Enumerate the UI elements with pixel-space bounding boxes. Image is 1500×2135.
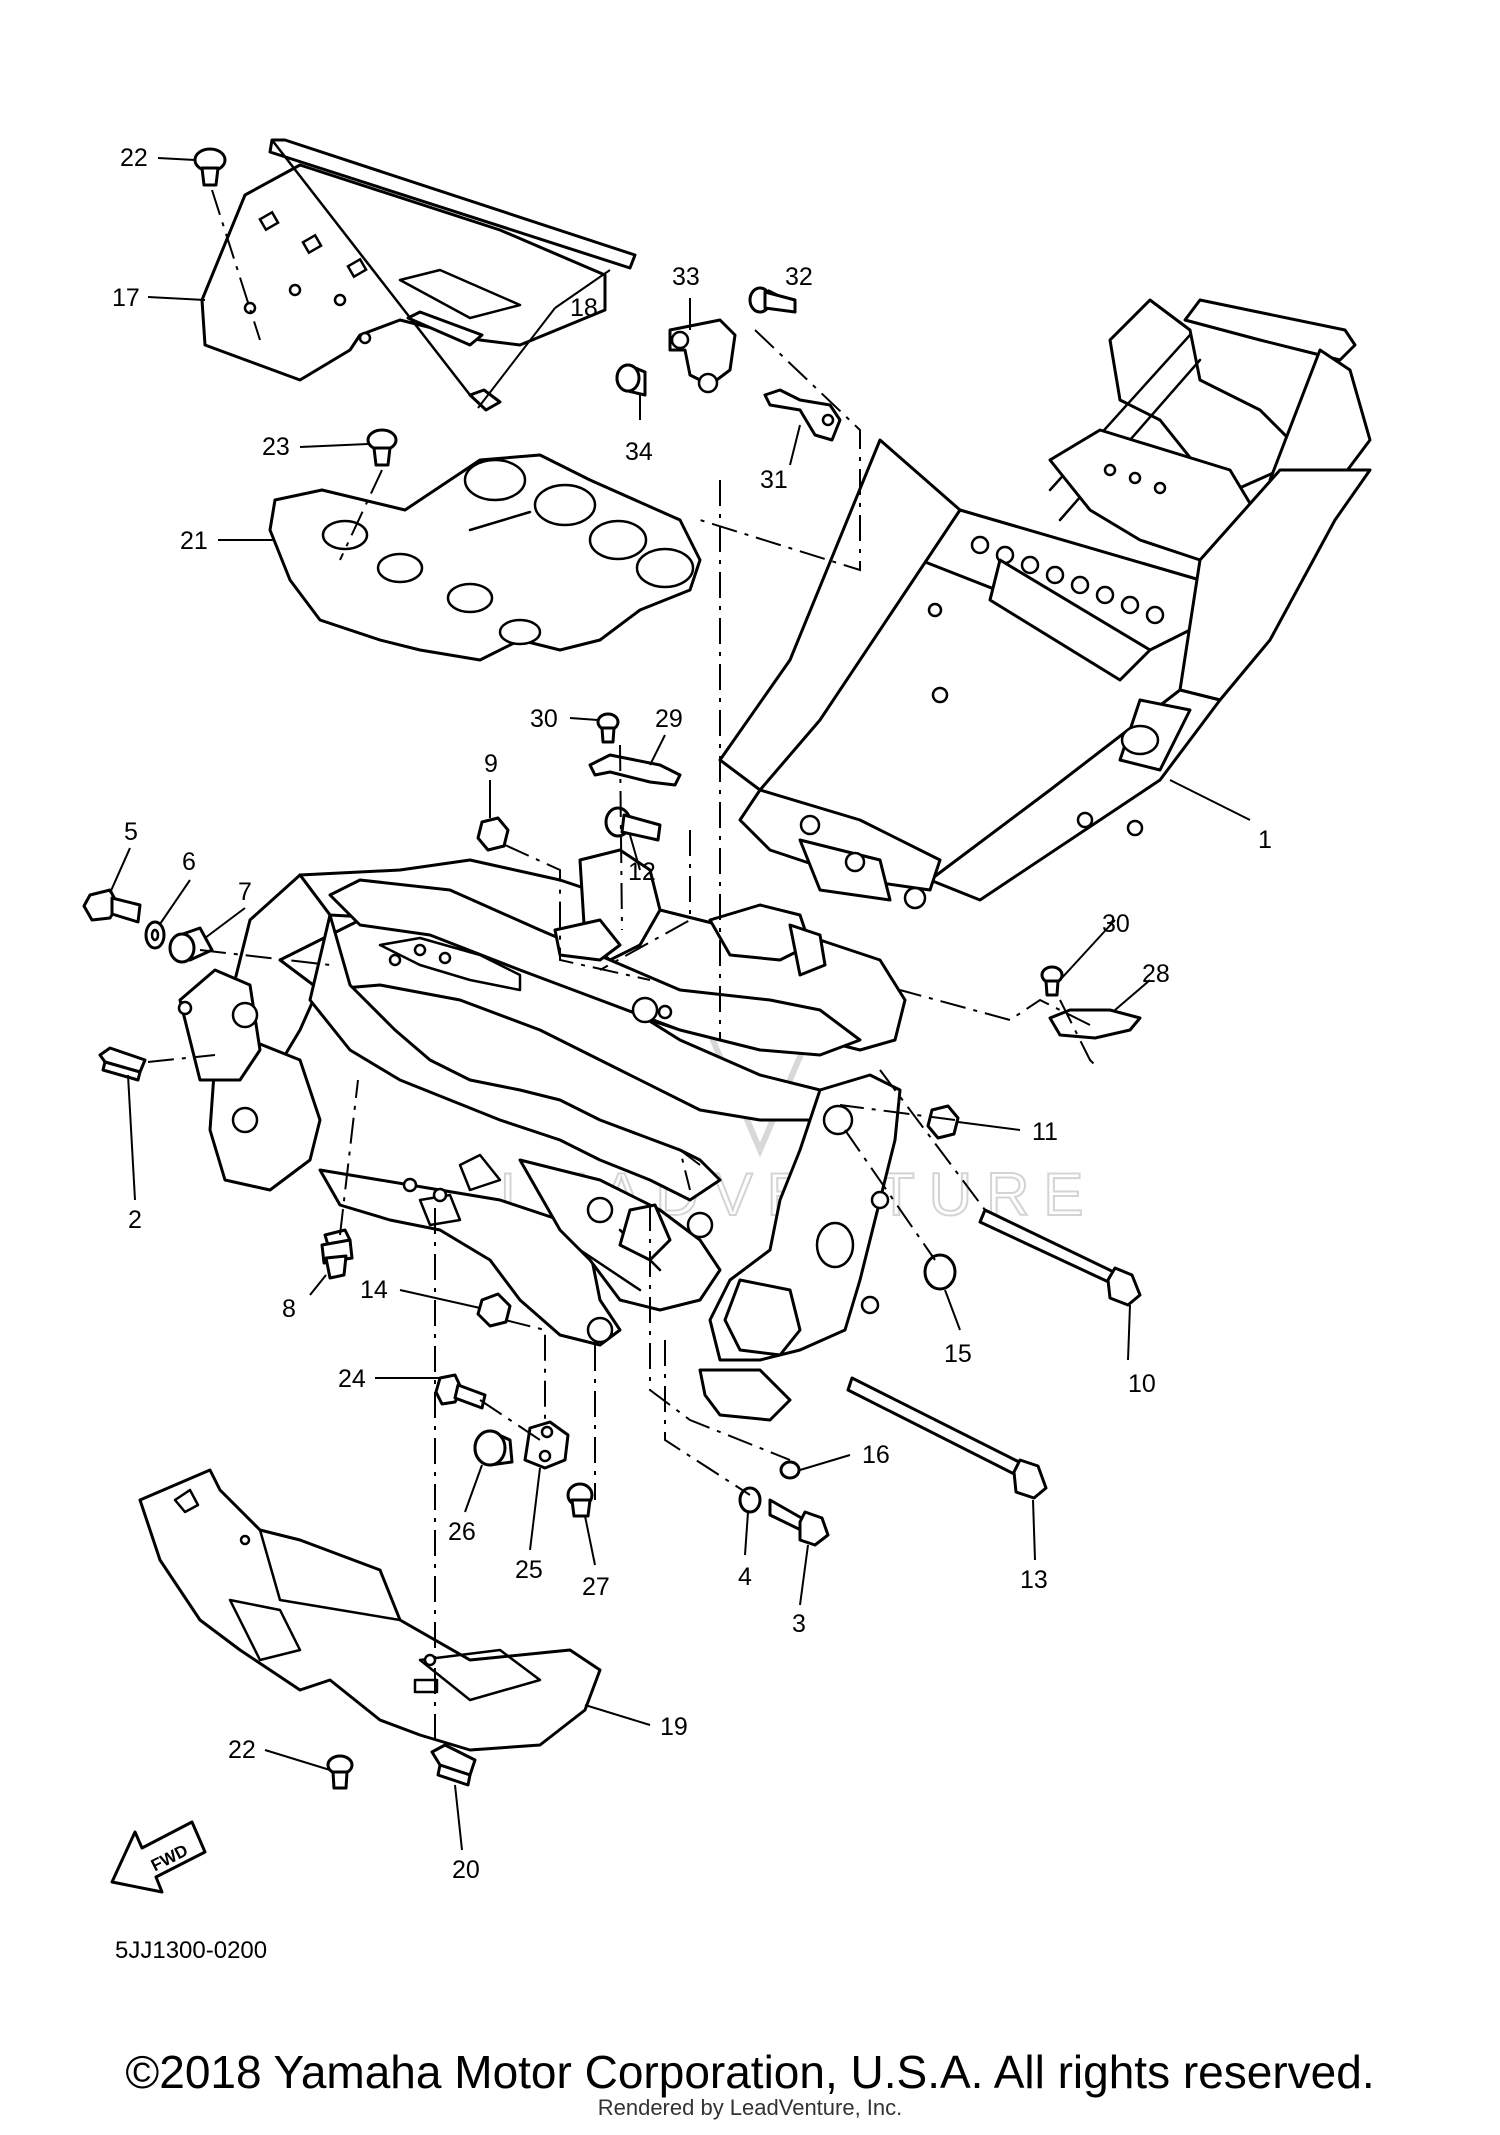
part-13-pivot-bolt [846, 1376, 1048, 1500]
part-10-pivot-bolt [978, 1208, 1142, 1307]
part-22-rivet-lower [326, 1754, 354, 1790]
part-5-bolt [82, 888, 142, 924]
rendered-by-credit: Rendered by LeadVenture, Inc. [597, 2095, 903, 2120]
diagram-code: 5JJ1300-0200 [115, 1937, 267, 1964]
small-parts [82, 147, 1142, 1790]
part-22-rivet-top [193, 147, 227, 187]
callout-17: 17 [112, 284, 140, 312]
fwd-arrow: FWD [110, 1820, 207, 1894]
callout-9: 9 [484, 750, 498, 778]
part-32-bolt [748, 286, 797, 314]
part-20-damper [430, 1743, 477, 1787]
part-1-main-frame [177, 298, 1372, 1422]
callout-22-lower: 22 [228, 1736, 256, 1764]
callout-34: 34 [625, 438, 653, 466]
callout-30-lower: 30 [1102, 910, 1130, 938]
part-29-clamp [588, 753, 682, 787]
callout-7: 7 [238, 878, 252, 906]
callout-31: 31 [760, 466, 788, 494]
part-3-bolt [768, 1498, 830, 1547]
part-12-bolt [604, 806, 662, 842]
callout-5: 5 [124, 818, 138, 846]
callout-13: 13 [1020, 1566, 1048, 1594]
callout-26: 26 [448, 1518, 476, 1546]
callout-11: 11 [1032, 1118, 1058, 1146]
part-9-nut [476, 816, 510, 852]
part-17-cover-plate [200, 163, 607, 382]
callout-33: 33 [672, 263, 700, 291]
assembly-lines [147, 189, 1096, 1745]
part-2-damper [98, 1046, 147, 1082]
callout-3: 3 [792, 1610, 806, 1638]
leader-lines [109, 157, 1251, 1851]
part-15-cap [923, 1253, 957, 1291]
callout-1: 1 [1258, 826, 1272, 854]
part-14-nut [476, 1292, 512, 1328]
callout-6: 6 [182, 848, 196, 876]
callout-4: 4 [738, 1563, 752, 1591]
callout-21: 21 [180, 527, 208, 555]
callout-23: 23 [262, 433, 290, 461]
part-33-bracket [668, 318, 737, 394]
callout-20: 20 [452, 1856, 480, 1884]
callout-8: 8 [282, 1295, 296, 1323]
callout-32: 32 [785, 263, 813, 291]
part-26-rubber-mount [473, 1429, 514, 1467]
part-30-screw-lower [1040, 965, 1064, 997]
part-23-rivet [366, 428, 398, 467]
callout-12: 12 [628, 858, 656, 886]
callout-25: 25 [515, 1556, 543, 1584]
callout-labels: 22 17 18 23 21 33 32 34 31 30 29 9 12 5 … [112, 144, 1272, 1884]
part-16-cap [779, 1460, 801, 1480]
callout-16: 16 [862, 1441, 890, 1469]
part-7-collar [168, 926, 214, 964]
part-28-bracket [1048, 1008, 1142, 1040]
callout-14: 14 [360, 1276, 388, 1304]
part-24-bolt [434, 1373, 487, 1410]
callout-10: 10 [1128, 1370, 1156, 1398]
copyright-notice: ©2018 Yamaha Motor Corporation, U.S.A. A… [125, 2046, 1375, 2098]
part-6-washer [144, 920, 166, 950]
part-30-screw-upper [596, 712, 620, 744]
callout-24: 24 [338, 1365, 366, 1393]
part-8-bolt [320, 1228, 354, 1280]
part-27-collar [566, 1482, 594, 1518]
callout-30-upper: 30 [530, 705, 558, 733]
part-19-lower-cover [138, 1468, 602, 1752]
callout-18: 18 [570, 294, 598, 322]
part-34-collar [615, 363, 647, 397]
part-31-bracket [763, 388, 842, 442]
callout-19: 19 [660, 1713, 688, 1741]
part-25-bracket [523, 1420, 570, 1470]
part-4-washer [738, 1486, 762, 1514]
callout-22-top: 22 [120, 144, 148, 172]
part-11-nut [926, 1104, 960, 1140]
callout-15: 15 [944, 1340, 972, 1368]
part-21-under-plate [268, 453, 702, 662]
callout-2: 2 [128, 1206, 142, 1234]
callout-29: 29 [655, 705, 683, 733]
callout-27: 27 [582, 1573, 610, 1601]
callout-28: 28 [1142, 960, 1170, 988]
